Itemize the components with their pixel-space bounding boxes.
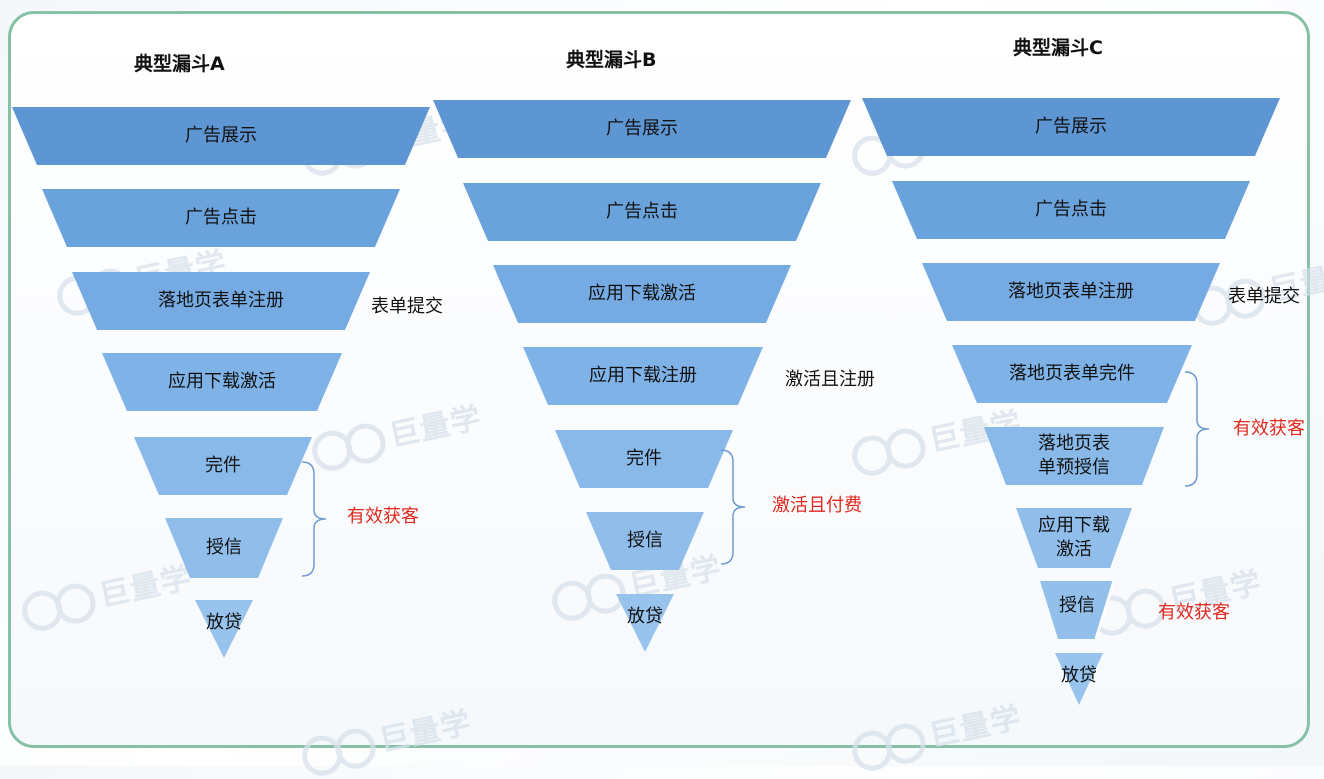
funnel-a-stage-7: 放贷 [195, 600, 253, 658]
stage-label: 落地页表单注册 [158, 290, 284, 311]
funnel-b-note-activate-register: 激活且注册 [785, 369, 875, 390]
funnel-b-stage-2: 广告点击 [463, 183, 821, 241]
stage-label: 授信 [627, 530, 663, 551]
stage-label: 落地页表单注册 [1008, 281, 1134, 302]
funnel-c-stage-2: 广告点击 [892, 181, 1250, 239]
funnel-a-note-effective: 有效获客 [347, 506, 419, 527]
stage-label: 放贷 [627, 606, 663, 627]
funnel-b-brace [720, 449, 746, 565]
funnel-c-stage-4: 落地页表单完件 [952, 345, 1192, 403]
funnel-b-stage-4: 应用下载注册 [523, 347, 763, 405]
funnel-a-stage-3: 落地页表单注册 [72, 272, 370, 330]
funnel-b-stage-1: 广告展示 [433, 100, 851, 158]
funnel-c-stage-3: 落地页表单注册 [922, 263, 1220, 321]
funnel-b-stage-7: 放贷 [616, 594, 674, 652]
stage-label: 放贷 [206, 612, 242, 633]
funnel-c-title: 典型漏斗C [1013, 37, 1103, 59]
stage-label: 广告展示 [606, 118, 678, 139]
funnel-b-stage-6: 授信 [586, 512, 704, 570]
funnel-b-stage-5: 完件 [555, 430, 733, 488]
funnel-c-note-form-submit: 表单提交 [1228, 286, 1300, 307]
funnel-a-title: 典型漏斗A [134, 53, 225, 75]
stage-label: 落地页表 单预授信 [1038, 433, 1110, 478]
stage-label: 授信 [206, 537, 242, 558]
stage-label: 广告点击 [185, 207, 257, 228]
stage-label: 放贷 [1061, 665, 1097, 686]
stage-label: 广告点击 [606, 201, 678, 222]
stage-label: 应用下载注册 [589, 365, 697, 386]
funnel-c-stage-6: 应用下载 激活 [1016, 508, 1132, 568]
funnel-c-note-effective-2: 有效获客 [1158, 602, 1230, 623]
stage-label: 广告展示 [1035, 116, 1107, 137]
stage-label: 完件 [205, 455, 241, 476]
funnel-a-stage-4: 应用下载激活 [102, 353, 342, 411]
stage-label: 落地页表单完件 [1009, 363, 1135, 384]
funnel-c-stage-7: 授信 [1040, 581, 1114, 639]
funnel-a-stage-1: 广告展示 [12, 107, 430, 165]
funnel-a-brace [301, 461, 327, 577]
stage-label: 应用下载激活 [168, 371, 276, 392]
stage-label: 广告点击 [1035, 199, 1107, 220]
funnel-c-stage-5: 落地页表 单预授信 [984, 427, 1164, 485]
funnel-a-stage-6: 授信 [165, 518, 283, 578]
stage-label: 授信 [1059, 595, 1095, 616]
funnel-c-note-effective-1: 有效获客 [1233, 418, 1305, 439]
stage-label: 完件 [626, 448, 662, 469]
funnel-b-note-activate-pay: 激活且付费 [772, 495, 862, 516]
funnel-c-brace [1184, 371, 1210, 487]
funnel-c-stage-1: 广告展示 [862, 98, 1280, 156]
funnel-b-title: 典型漏斗B [566, 49, 657, 71]
funnel-c-stage-8: 放贷 [1055, 653, 1103, 705]
funnel-b-stage-3: 应用下载激活 [493, 265, 791, 323]
stage-label: 应用下载激活 [588, 283, 696, 304]
stage-label: 广告展示 [185, 125, 257, 146]
funnel-a-stage-5: 完件 [134, 437, 312, 495]
funnel-a-note-form-submit: 表单提交 [371, 296, 443, 317]
stage-label: 应用下载 激活 [1038, 515, 1110, 560]
funnel-a-stage-2: 广告点击 [42, 189, 400, 247]
